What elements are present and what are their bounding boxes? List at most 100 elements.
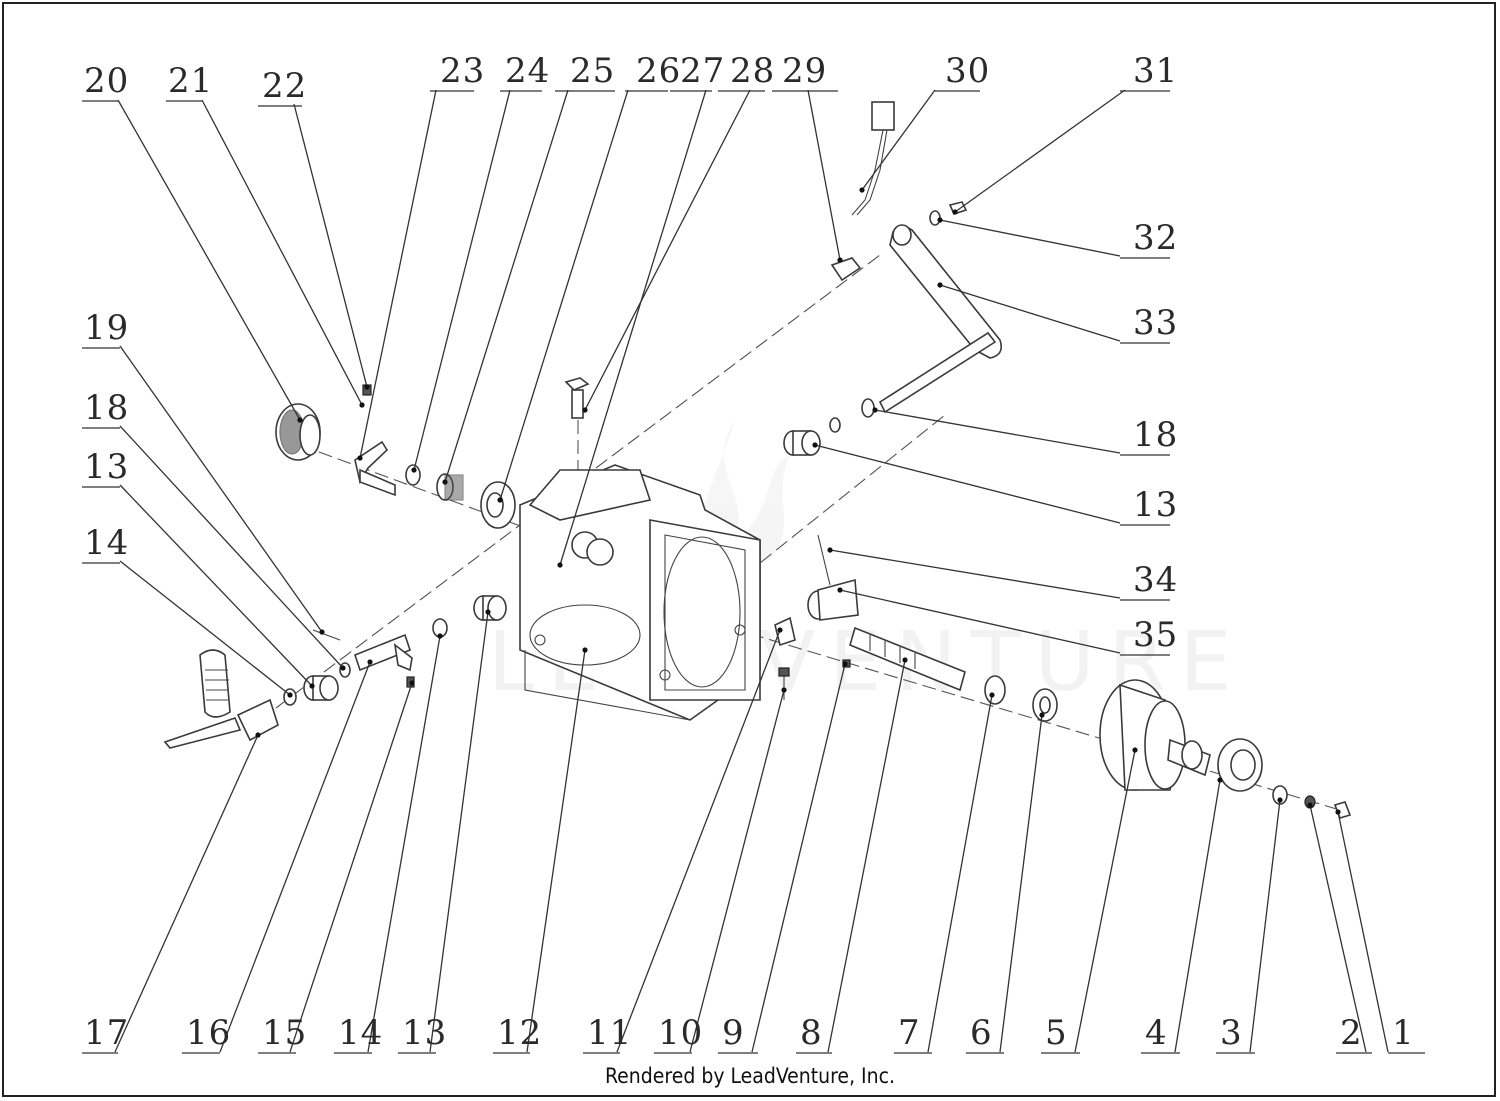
callout-number-29: 29 [782, 51, 827, 91]
callout-number-24: 24 [505, 51, 550, 91]
callout-number-20: 20 [84, 61, 129, 101]
callout-number-33: 33 [1133, 303, 1178, 343]
leader-dot-13 [485, 609, 491, 615]
callout-number-8: 8 [800, 1013, 823, 1053]
leader-line-5 [1074, 749, 1136, 1053]
transmission-housing [519, 464, 761, 721]
callout-number-6: 6 [970, 1013, 993, 1053]
callout-number-34: 34 [1133, 560, 1178, 600]
sensor-30 [851, 101, 895, 216]
callout-number-9: 9 [722, 1013, 745, 1053]
bushing-13-mid [473, 595, 507, 621]
leader-line-30 [861, 89, 936, 191]
pin-34 [817, 534, 831, 586]
callout-number-13: 13 [84, 447, 129, 487]
callout-number-3: 3 [1220, 1013, 1243, 1053]
leader-dot-1 [1335, 809, 1341, 815]
leader-dot-12 [582, 647, 588, 653]
leader-line-6 [999, 714, 1043, 1053]
callout-number-11: 11 [587, 1013, 632, 1053]
leader-dot-18 [340, 665, 346, 671]
leader-line-18 [119, 425, 344, 669]
callout-number-14: 14 [338, 1013, 383, 1053]
leader-line-14 [367, 635, 441, 1053]
callout-number-16: 16 [186, 1013, 231, 1053]
leader-dot-9 [842, 661, 848, 667]
leader-dot-14 [287, 692, 293, 698]
callout-number-2: 2 [1340, 1013, 1363, 1053]
leader-line-28 [584, 89, 751, 411]
leader-line-13 [429, 611, 489, 1053]
shift-fork-35 [807, 578, 859, 621]
leader-line-34 [829, 549, 1121, 599]
callout-number-23: 23 [440, 51, 485, 91]
shift-shaft-left [354, 633, 413, 672]
leader-line-18 [874, 409, 1121, 454]
leader-line-14 [119, 560, 291, 696]
leader-dot-17 [255, 732, 261, 738]
callout-number-13: 13 [402, 1013, 447, 1053]
splined-shaft-8 [849, 626, 966, 692]
leader-dot-13 [309, 683, 315, 689]
leader-dot-18 [872, 407, 878, 413]
callout-number-10: 10 [658, 1013, 703, 1053]
leader-dot-23 [357, 455, 363, 461]
leader-line-2 [1309, 804, 1367, 1053]
callout-number-4: 4 [1145, 1013, 1168, 1053]
leader-line-27 [559, 89, 707, 566]
callout-number-27: 27 [680, 51, 725, 91]
callout-number-7: 7 [898, 1013, 921, 1053]
leader-dot-27 [557, 562, 563, 568]
callout-number-19: 19 [84, 308, 129, 348]
oil-seal-right [861, 398, 875, 418]
leader-line-22 [293, 103, 368, 388]
seal-6 [1032, 688, 1058, 722]
leader-line-25 [444, 89, 569, 483]
leader-dot-2 [1307, 802, 1313, 808]
leader-line-13 [814, 444, 1121, 524]
leader-dot-13 [812, 442, 818, 448]
leader-dot-24 [411, 467, 417, 473]
callout-number-30: 30 [945, 51, 990, 91]
clip-29 [830, 257, 862, 282]
leader-line-15 [289, 682, 413, 1053]
leader-line-32 [939, 219, 1121, 257]
leader-line-19 [119, 345, 323, 633]
leader-line-9 [751, 663, 846, 1053]
bushing-left [303, 675, 339, 701]
leader-dot-33 [937, 282, 943, 288]
leader-dot-11 [777, 627, 783, 633]
leader-dot-14 [437, 633, 443, 639]
leader-line-21 [201, 99, 363, 406]
leader-dot-16 [367, 659, 373, 665]
pin-19 [312, 629, 341, 641]
leader-line-11 [616, 629, 781, 1053]
leader-line-35 [839, 589, 1121, 654]
leader-line-8 [827, 659, 906, 1053]
leader-dot-4 [1217, 777, 1223, 783]
callout-number-18: 18 [84, 388, 129, 428]
nut-31 [948, 201, 968, 215]
ball-bearing-4 [1217, 738, 1263, 792]
callout-number-26: 26 [636, 51, 681, 91]
leader-line-10 [689, 689, 785, 1053]
bolt-28 [564, 377, 590, 419]
leader-dot-29 [837, 257, 843, 263]
leader-line-23 [359, 89, 437, 459]
callout-number-35: 35 [1133, 615, 1178, 655]
leader-dot-26 [497, 497, 503, 503]
leader-line-31 [954, 89, 1126, 213]
leader-dot-22 [364, 384, 370, 390]
rendered-by-credit: Rendered by LeadVenture, Inc. [605, 1064, 895, 1088]
callout-number-32: 32 [1133, 218, 1178, 258]
leader-line-17 [114, 734, 259, 1053]
leader-dot-20 [297, 417, 303, 423]
leader-dot-25 [442, 479, 448, 485]
leader-dot-5 [1132, 747, 1138, 753]
ball-bearing-26 [480, 481, 516, 529]
leader-dot-30 [859, 187, 865, 193]
leader-dot-32 [937, 217, 943, 223]
leader-dot-31 [952, 209, 958, 215]
